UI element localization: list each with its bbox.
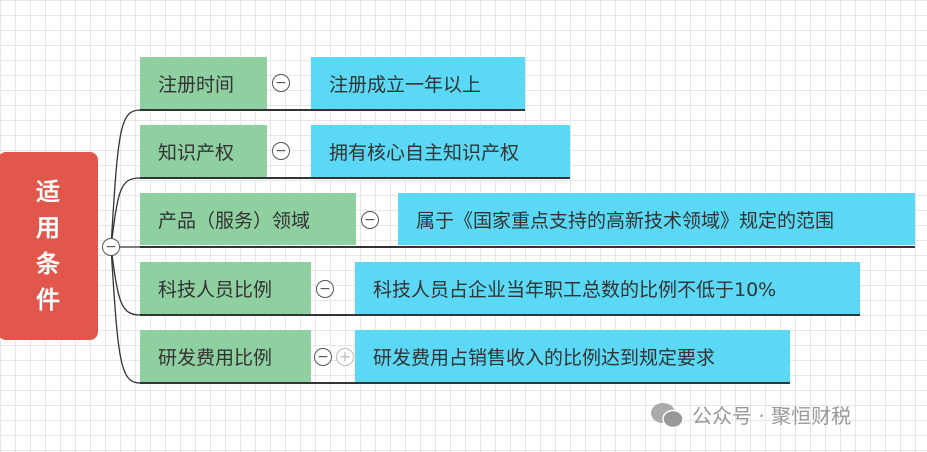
- root-collapse-icon[interactable]: −: [102, 238, 120, 256]
- collapse-icon[interactable]: −: [272, 142, 290, 160]
- branch-product-field[interactable]: 产品（服务）领域: [140, 193, 356, 245]
- detail-label: 科技人员占企业当年职工总数的比例不低于10%: [373, 278, 777, 301]
- root-char: 用: [36, 214, 60, 242]
- watermark: 公众号 · 聚恒财税: [650, 400, 851, 429]
- wechat-icon: [651, 402, 684, 428]
- collapse-icon[interactable]: −: [361, 211, 379, 229]
- branch-label: 知识产权: [158, 141, 235, 164]
- underline: [140, 109, 525, 111]
- detail-node[interactable]: 注册成立一年以上: [311, 57, 525, 109]
- branch-ip[interactable]: 知识产权: [140, 125, 267, 177]
- branch-rd-expense-ratio[interactable]: 研发费用比例: [140, 330, 311, 382]
- detail-node[interactable]: 属于《国家重点支持的高新技术领域》规定的范围: [398, 193, 915, 245]
- branch-tech-staff-ratio[interactable]: 科技人员比例: [140, 262, 311, 314]
- collapse-icon[interactable]: −: [272, 74, 290, 92]
- expand-icon[interactable]: +: [336, 348, 354, 366]
- branch-registration-time[interactable]: 注册时间: [140, 57, 267, 109]
- collapse-icon[interactable]: −: [314, 348, 332, 366]
- root-char: 适: [36, 178, 60, 206]
- underline: [140, 382, 790, 384]
- branch-label: 注册时间: [158, 73, 235, 96]
- root-char: 条: [36, 250, 60, 278]
- underline: [140, 177, 570, 179]
- root-char: 件: [36, 286, 60, 314]
- collapse-icon[interactable]: −: [316, 280, 334, 298]
- watermark-text: 公众号 · 聚恒财税: [692, 404, 852, 428]
- branch-label: 研发费用比例: [158, 346, 273, 369]
- detail-label: 属于《国家重点支持的高新技术领域》规定的范围: [416, 209, 835, 232]
- detail-node[interactable]: 研发费用占销售收入的比例达到规定要求: [355, 330, 790, 382]
- underline: [140, 246, 915, 248]
- detail-label: 注册成立一年以上: [329, 73, 482, 96]
- branch-label: 科技人员比例: [158, 278, 273, 301]
- detail-label: 拥有核心自主知识产权: [329, 141, 520, 164]
- detail-node[interactable]: 科技人员占企业当年职工总数的比例不低于10%: [355, 262, 860, 314]
- detail-label: 研发费用占销售收入的比例达到规定要求: [373, 346, 716, 369]
- underline: [140, 314, 860, 316]
- detail-node[interactable]: 拥有核心自主知识产权: [311, 125, 570, 177]
- branch-label: 产品（服务）领域: [158, 209, 311, 232]
- root-node[interactable]: 适 用 条 件: [0, 152, 98, 340]
